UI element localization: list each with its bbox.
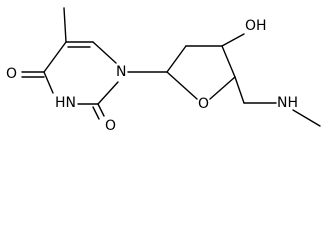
bond-c5-c4 [43,41,67,73]
bond-c3prime-c4prime [221,45,236,78]
atom-o-c4: O [6,66,17,82]
bond-c1prime-c2prime [166,45,187,73]
bond-c4prime-o4prime [209,76,236,100]
bond-o4prime-c1prime [166,71,198,100]
atom-o-ring: O [198,96,209,112]
atom-o-c2: O [105,118,116,134]
atom-n1: N [116,64,126,80]
bond-c2-o [97,103,105,117]
molecule-diagram: O HN O N OH O NH [6,7,321,134]
atom-nh-side: NH [277,95,298,111]
bond-c4-n3 [43,71,54,94]
bond-n1-c6 [92,41,117,64]
bond-c3prime-oh [221,33,245,47]
bond-c4prime-c5prime [234,76,245,104]
bond-c5-methyl [63,7,67,43]
atom-oh: OH [245,18,267,34]
structure-canvas: O HN O N OH O NH [6,7,321,134]
bond-c2-o-double [92,106,100,120]
bond-nh-methyl [292,109,321,127]
bond-c2-n1 [97,81,119,105]
atom-nh-ring: HN [55,95,76,111]
